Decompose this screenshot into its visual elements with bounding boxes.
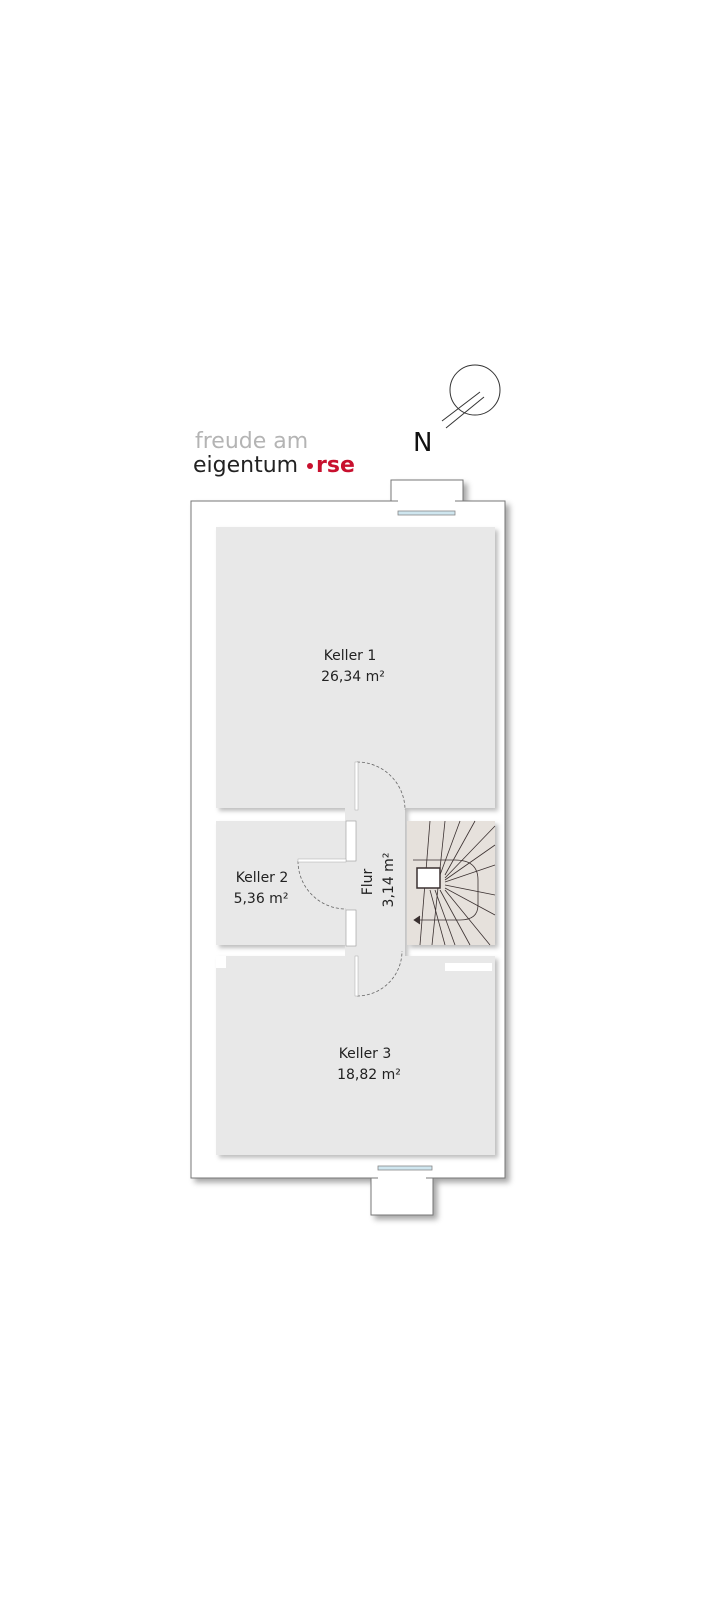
stairs-icon [413,820,496,946]
logo-line1: freude am [195,429,308,454]
door-keller-2 [297,860,347,910]
window-top [397,510,456,516]
room-area-keller-3: 18,82 m² [337,1067,401,1083]
room-label-keller-3: Keller 3 [339,1046,392,1062]
door-keller-1 [356,761,406,811]
room-area-keller-2: 5,36 m² [234,891,289,907]
radiator [445,963,492,971]
north-arrow-icon: N [413,364,501,458]
room-keller-2 [216,821,345,945]
bottom-bay [378,1150,426,1208]
north-label: N [413,428,432,458]
logo-line2: eigentum [193,453,298,478]
window-bottom [377,1165,433,1171]
door-keller-3 [356,950,403,997]
room-label-flur: Flur [360,868,376,895]
logo: freude am eigentum rse [193,429,355,478]
room-area-flur: 3,14 m² [381,853,397,908]
room-label-keller-1: Keller 1 [324,648,377,664]
logo-accent: rse [316,453,355,478]
room-label-keller-2: Keller 2 [236,870,289,886]
logo-dot [307,463,313,469]
room-area-keller-1: 26,34 m² [321,669,385,685]
